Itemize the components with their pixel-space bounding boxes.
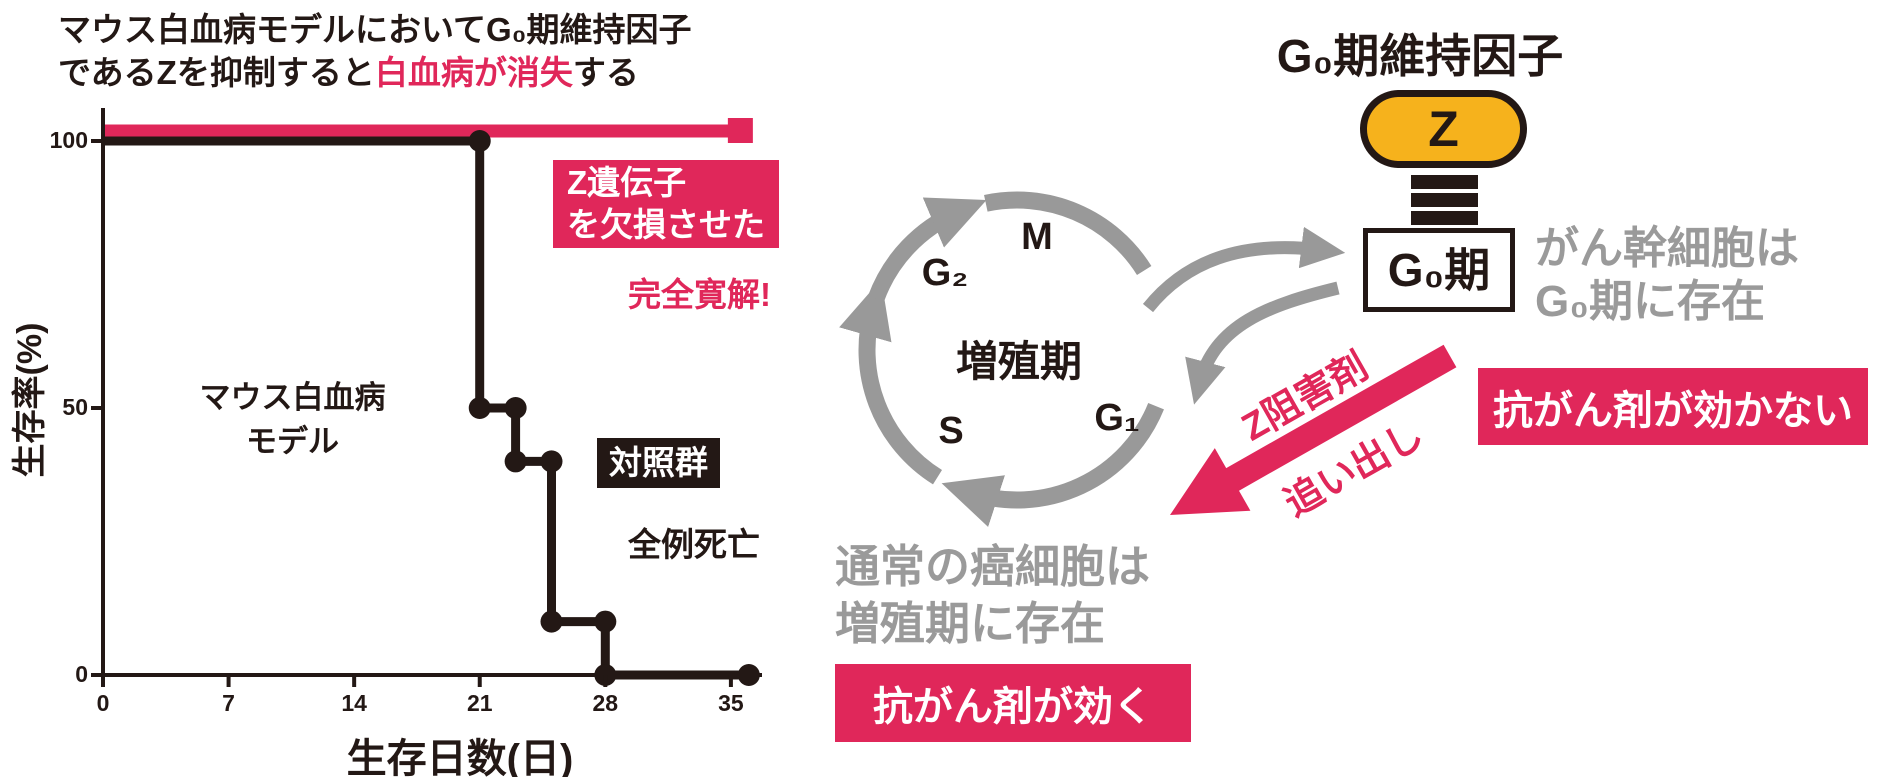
connector-bar [1411,175,1478,189]
x-tick-label: 28 [592,690,619,716]
arrow-g0-to-cycle [1185,281,1340,405]
phase-s-label: S [938,410,964,452]
x-tick-label: 7 [222,690,235,716]
series-dot [594,610,617,633]
control-note: 全例死亡 [628,526,760,563]
survival-plot [91,108,762,687]
chart-title-line1: マウス白血病モデルにおいてG₀期維持因子 [58,11,692,48]
treated-note: 完全寛解! [628,276,771,313]
y-tick-label: 100 [49,127,88,153]
x-tick-label: 14 [341,690,367,716]
series-control [103,136,749,680]
normal-badge: 抗がん剤が効く [835,664,1191,742]
stem-badge: 抗がん剤が効かない [1478,368,1868,445]
mechanism-diagram-panel: G₀期維持因子 Z G₀期 増殖期 M G₂ S G₁ Z阻害剤 追い出し がん… [700,0,1880,777]
connector-bar [1411,211,1478,225]
y-tick-label: 0 [75,661,88,687]
series-dot [540,610,563,633]
survival-chart-panel: マウス白血病モデルにおいてG₀期維持因子 であるZを抑制すると白血病が消失する … [0,0,800,777]
stem-cell-text: がん幹細胞は G₀期に存在 [1535,224,1799,326]
arrow-cycle-to-g0 [1142,226,1346,313]
phase-g1-label: G₁ [1094,397,1140,439]
series-end-square [727,118,753,143]
connector-bar [1411,193,1478,207]
z-factor-node: Z [1360,90,1527,168]
inhibitor-arrow [1170,344,1457,515]
cycle-center-label: 増殖期 [955,338,1082,385]
g0-phase-box: G₀期 [1363,228,1515,312]
treated-label-line1: Z遺伝子 [567,164,687,201]
cell-cycle-ring [839,191,1164,527]
control-label-box: 対照群 [597,438,720,488]
chart-title-highlight: 白血病が消失 [374,54,573,91]
x-axis-label: 生存日数(日) [346,737,574,777]
series-dot [468,397,491,419]
cycle-to-g0-arrows [1142,226,1346,405]
treated-label-box: Z遺伝子 を欠損させた [553,160,779,248]
chart-title: マウス白血病モデルにおいてG₀期維持因子 であるZを抑制すると白血病が消失する [58,8,692,94]
x-tick-label: 0 [96,690,110,716]
normal-cell-text: 通常の癌細胞は 増殖期に存在 [835,541,1151,649]
diagram-shapes [839,191,1457,527]
chart-title-line2: であるZを抑制すると白血病が消失する [58,54,639,91]
series-dot [468,130,491,152]
series-dot [540,450,563,473]
series-dot [504,397,527,419]
x-tick-label: 35 [718,690,744,716]
x-tick-label: 21 [466,690,493,716]
model-label: マウス白血病 モデル [199,380,386,459]
series-dot [504,450,527,473]
treated-label-line2: を欠損させた [567,206,765,243]
phase-m-label: M [1021,216,1053,258]
diagram-title: G₀期維持因子 [1276,30,1564,82]
phase-g2-label: G₂ [921,252,969,294]
y-tick-label: 50 [62,394,88,420]
